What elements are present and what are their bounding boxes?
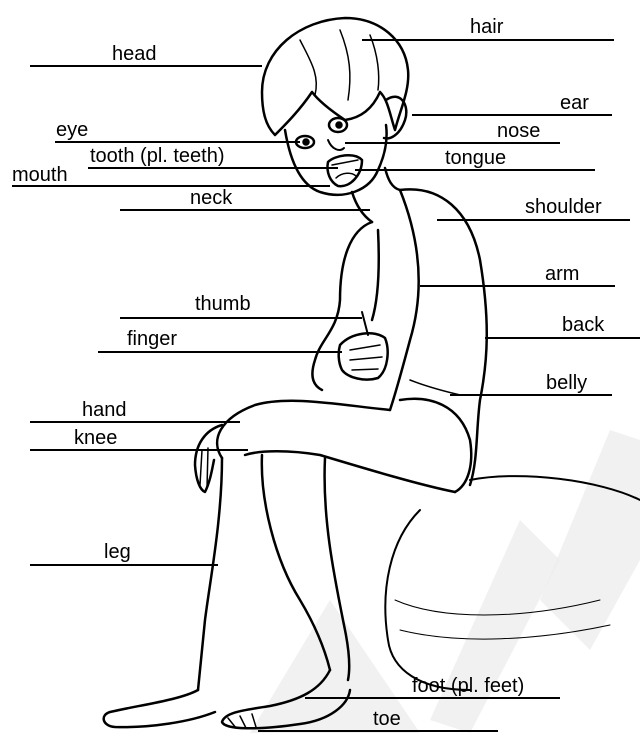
label-head: head	[112, 44, 157, 64]
label-eye: eye	[56, 120, 88, 140]
boy-figure	[104, 18, 487, 728]
foot-front	[104, 690, 215, 727]
label-leg: leg	[104, 542, 131, 562]
shorts	[400, 399, 471, 492]
label-hair: hair	[470, 17, 503, 37]
label-neck: neck	[190, 188, 232, 208]
label-shoulder: shoulder	[525, 197, 602, 217]
lower-leg-back	[262, 455, 330, 670]
label-toe: toe	[373, 709, 401, 729]
lower-leg-front	[198, 458, 222, 690]
label-back: back	[562, 315, 604, 335]
label-belly: belly	[546, 373, 587, 393]
label-mouth: mouth	[12, 165, 68, 185]
label-tooth: tooth (pl. teeth)	[90, 146, 225, 166]
label-finger: finger	[127, 329, 177, 349]
label-tongue: tongue	[445, 148, 506, 168]
label-foot: foot (pl. feet)	[412, 676, 524, 696]
label-ear: ear	[560, 93, 589, 113]
label-arm: arm	[545, 264, 579, 284]
label-nose: nose	[497, 121, 540, 141]
label-knee: knee	[74, 428, 117, 448]
label-thumb: thumb	[195, 294, 251, 314]
label-hand: hand	[82, 400, 127, 420]
arm-drawing	[390, 190, 419, 410]
